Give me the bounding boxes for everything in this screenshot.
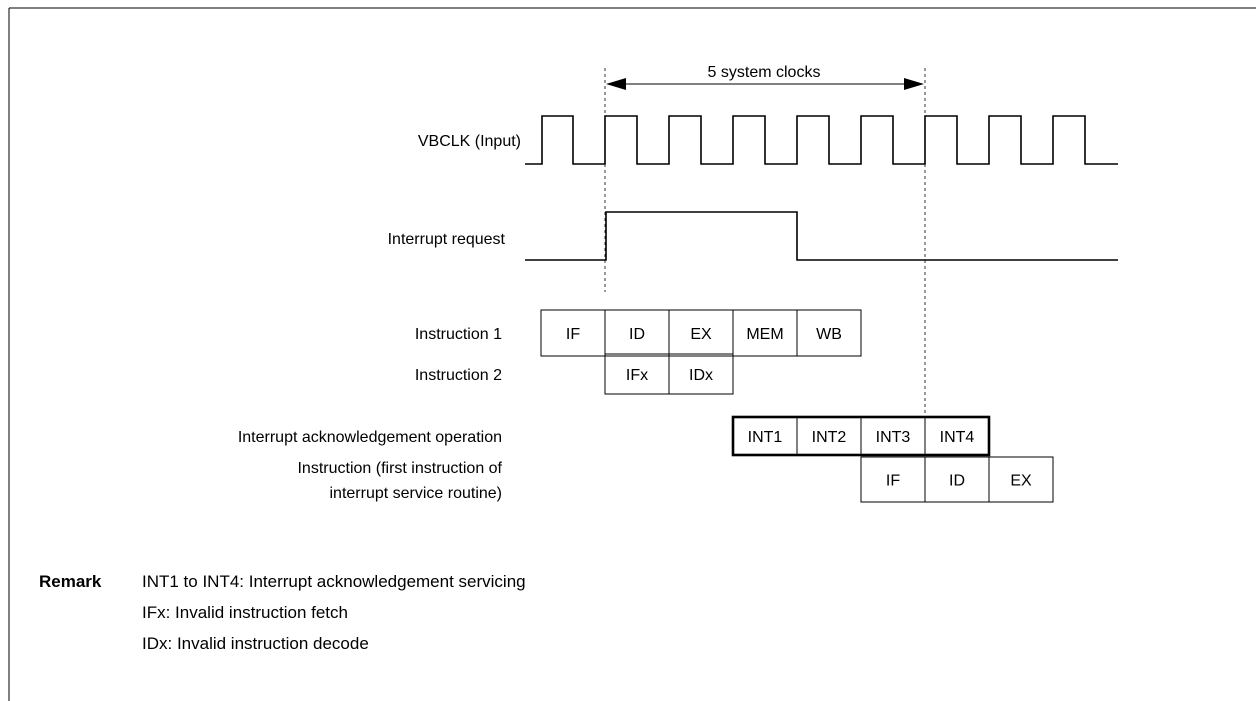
pipeline-stage-label: INT3 (876, 429, 911, 446)
clock-signal-label: VBCLK (Input) (418, 133, 521, 150)
pipeline-row-label: Instruction 1 (415, 326, 502, 343)
pipeline-stage-label: INT1 (748, 429, 783, 446)
pipeline-row: Instruction 2 IFx IDx (415, 353, 734, 395)
measure-arrowhead-left (606, 78, 626, 90)
pipeline-stage-label: WB (816, 326, 842, 343)
pipeline-stage-cell (668, 353, 734, 395)
pipeline-row: Interrupt acknowledgement operation INT1 I… (238, 415, 991, 457)
pipeline-stage-label: EX (1010, 473, 1032, 490)
pipeline-stage-label: IF (566, 326, 580, 343)
measure-label: 5 system clocks (708, 64, 821, 81)
pipeline-row: Instruction 1 IF ID EX MEM WB (415, 309, 862, 357)
pipeline-stage-label: ID (629, 326, 645, 343)
pipeline-stage-label: IFx (626, 367, 648, 384)
pipeline-row-label: Interrupt acknowledgement operation (238, 429, 502, 446)
pipeline-stage-label: ID (949, 473, 965, 490)
pipeline-stage-label: INT4 (940, 429, 975, 446)
pipeline-stage-cell (796, 309, 862, 357)
pipeline-stage-label: EX (690, 326, 712, 343)
pipeline-row-label: Instruction 2 (415, 367, 502, 384)
emphasis-outline (731, 415, 991, 457)
pipeline-stage-label: IDx (689, 367, 713, 384)
pipeline-stage-cell (988, 456, 1054, 503)
measure-arrowhead-right (904, 78, 924, 90)
pipeline-stage-label: IF (886, 473, 900, 490)
remark-line: IDx: Invalid instruction decode (142, 634, 369, 653)
remark-line: IFx: Invalid instruction fetch (142, 603, 348, 622)
pipeline-stage-label: MEM (746, 326, 783, 343)
remark-line: INT1 to INT4: Interrupt acknowledgement … (142, 572, 526, 591)
interrupt-signal-label: Interrupt request (388, 231, 506, 248)
pipeline-stage-label: INT2 (812, 429, 847, 446)
pipeline-row-label: interrupt service routine) (329, 485, 502, 502)
five-clock-measure: 5 system clocks (606, 64, 924, 90)
clock-waveform (525, 115, 1118, 165)
interrupt-waveform (525, 211, 1118, 261)
pipeline-row: Instruction (first instruction of interru… (297, 456, 1054, 503)
pipeline-row-label: Instruction (first instruction of (297, 460, 502, 477)
pipeline-table: Instruction 1 IF ID EX MEM WB Instruction 2 IFx… (238, 309, 1054, 503)
remark-title: Remark (39, 572, 102, 591)
